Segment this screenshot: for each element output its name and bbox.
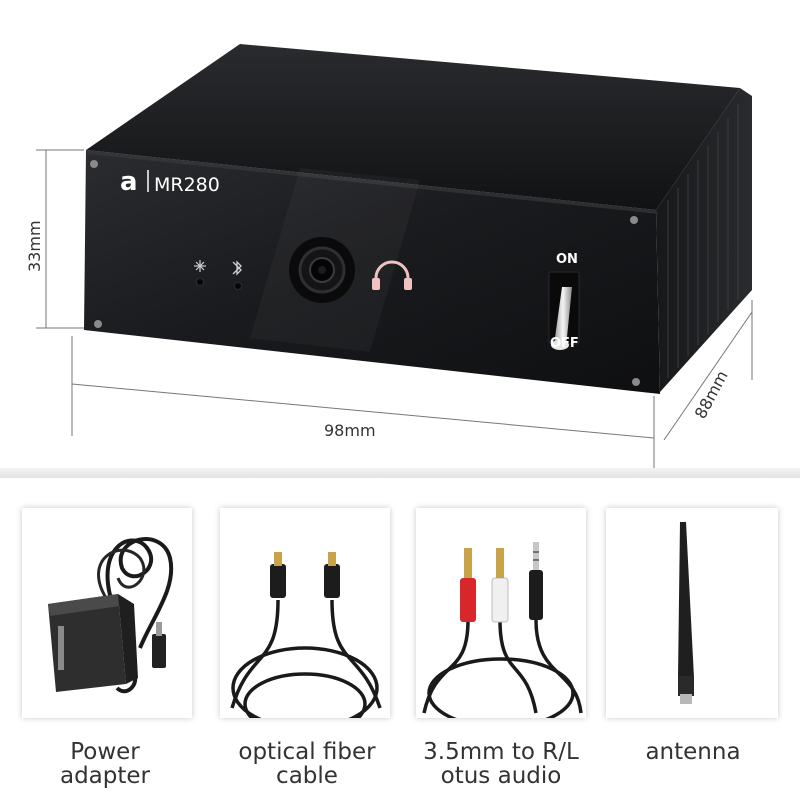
bluetooth-led bbox=[234, 282, 242, 290]
caption-rca-cable: 3.5mm to R/L otus audio bbox=[423, 739, 579, 789]
antenna-image bbox=[678, 522, 694, 704]
caption-optical-fiber-cable: optical fiber cable bbox=[238, 739, 376, 789]
headphone-jack[interactable] bbox=[289, 237, 355, 303]
accessory-card-rca-cable bbox=[416, 508, 586, 718]
caption-antenna: antenna bbox=[645, 739, 741, 765]
device-front-panel bbox=[84, 150, 660, 394]
product-hero: a MR280 ON OFF 33mm bbox=[25, 44, 753, 472]
rca-cable-image bbox=[422, 542, 583, 718]
optical-fiber-cable-image bbox=[230, 552, 382, 718]
width-dimension: 98mm bbox=[324, 421, 376, 440]
brand-logo: a bbox=[120, 167, 138, 197]
power-switch[interactable] bbox=[548, 271, 580, 350]
bluetooth-icon bbox=[232, 260, 242, 276]
switch-off-label: OFF bbox=[550, 336, 579, 351]
switch-on-label: ON bbox=[556, 252, 578, 267]
screw bbox=[630, 216, 638, 224]
width-dimension-line bbox=[71, 336, 655, 472]
light-icon bbox=[194, 260, 206, 272]
screw bbox=[90, 160, 98, 168]
height-dimension-line bbox=[36, 149, 84, 329]
depth-dimension-line bbox=[663, 300, 753, 441]
accessory-card-antenna bbox=[606, 508, 778, 718]
depth-dimension: 88mm bbox=[691, 367, 732, 421]
caption-power-adapter: Power adapter bbox=[59, 739, 150, 789]
accessory-card-optical-fiber-cable bbox=[220, 508, 390, 718]
model-name: MR280 bbox=[154, 174, 220, 196]
screw bbox=[632, 378, 640, 386]
power-adapter-image bbox=[48, 537, 174, 694]
section-divider bbox=[0, 468, 800, 478]
height-dimension: 33mm bbox=[25, 220, 44, 272]
light-led bbox=[196, 278, 204, 286]
screw bbox=[94, 320, 102, 328]
device-top-face bbox=[86, 44, 740, 210]
accessory-card-power-adapter bbox=[22, 508, 192, 718]
headphone-icon bbox=[372, 260, 412, 290]
